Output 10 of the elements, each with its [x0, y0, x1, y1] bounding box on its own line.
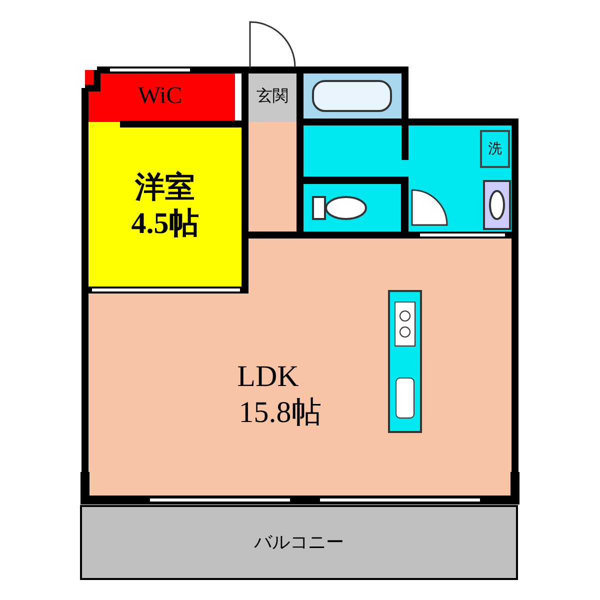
room-label: 洋室 — [135, 170, 195, 206]
room-label: 15.8帖 — [238, 395, 322, 431]
washing-machine-space — [480, 130, 510, 168]
balcony — [80, 505, 518, 580]
room-label: WiC — [138, 82, 182, 111]
room-label: 玄関 — [256, 85, 288, 107]
room-label: LDK — [237, 359, 300, 395]
room-label: バルコニー — [254, 530, 344, 554]
room-label: 洗 — [488, 140, 502, 159]
room-label: 4.5帖 — [131, 206, 199, 242]
